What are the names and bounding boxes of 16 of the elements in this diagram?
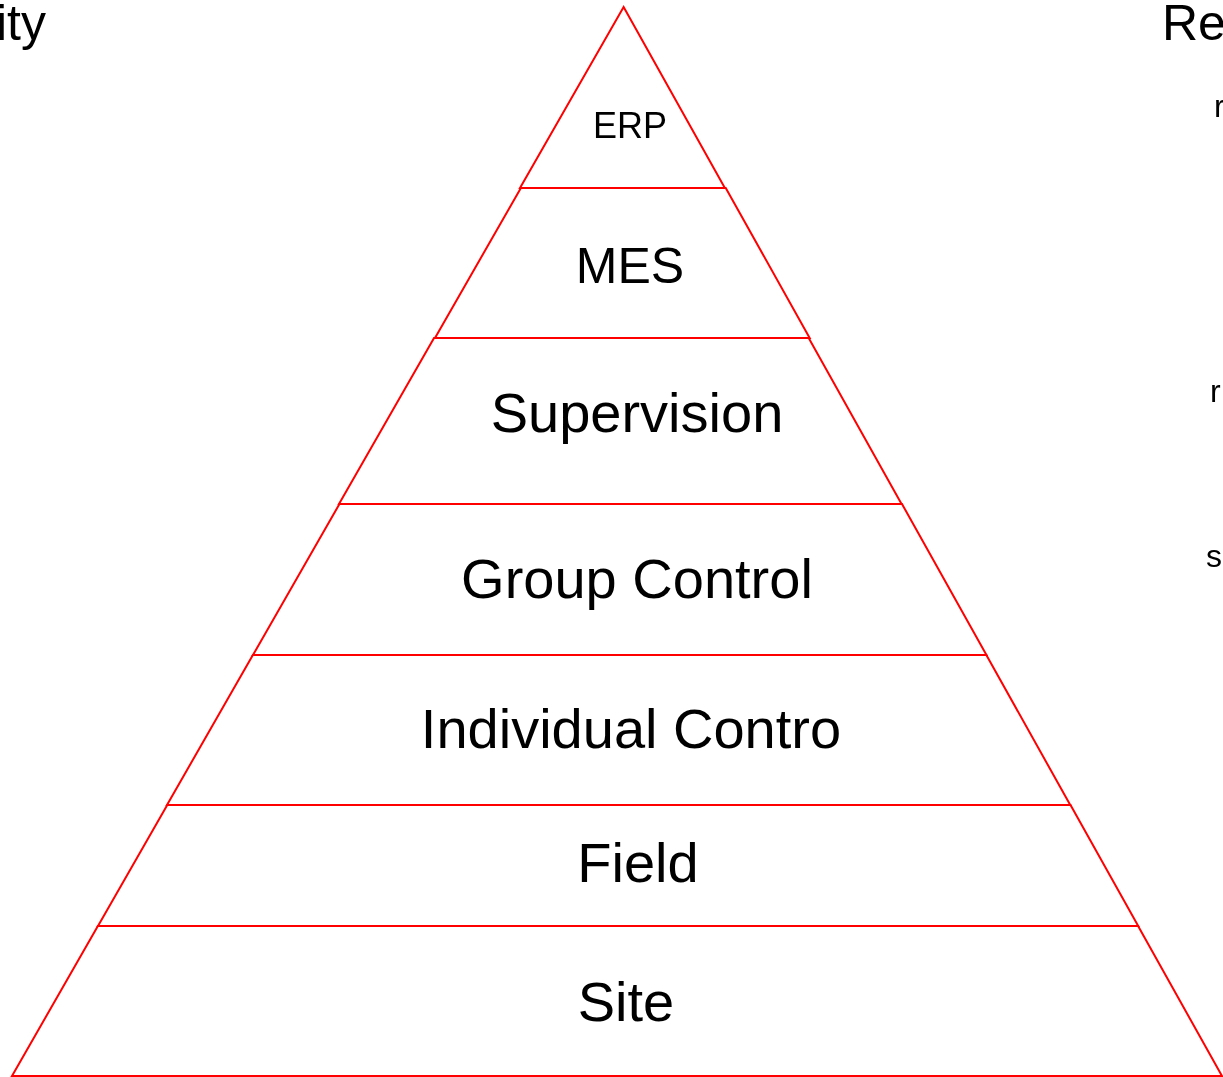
band-label: ERP	[592, 108, 667, 144]
pyramid-tier	[12, 926, 1222, 1076]
band-label: MES	[575, 241, 685, 291]
axis-title: Re	[1162, 0, 1223, 48]
band-label: Field	[577, 835, 699, 891]
pyramid-tier	[434, 188, 810, 338]
pyramid-tier	[167, 655, 1071, 805]
pyramid-tier	[97, 805, 1139, 926]
band-label: Site	[577, 974, 675, 1030]
axis-title: ity	[0, 0, 46, 48]
band-label: Individual Contro	[420, 701, 842, 757]
side-label: s	[1206, 540, 1222, 572]
pyramid-tier	[253, 504, 987, 655]
side-label: r	[1210, 375, 1221, 407]
pyramid-tier	[339, 338, 902, 504]
pyramid-apex	[520, 7, 726, 188]
